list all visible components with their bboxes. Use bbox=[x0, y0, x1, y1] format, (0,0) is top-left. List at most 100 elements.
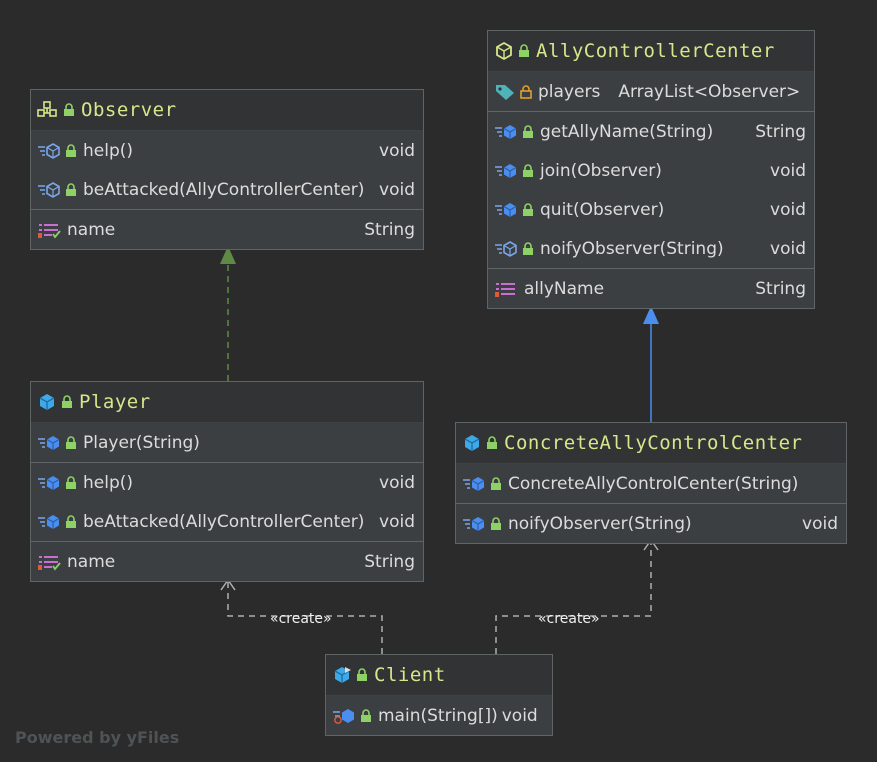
lock-icon bbox=[61, 395, 73, 409]
static-method-icon bbox=[332, 707, 356, 725]
class-icon bbox=[462, 433, 482, 453]
lock-icon bbox=[520, 84, 532, 99]
lock-icon bbox=[65, 475, 77, 490]
lock-icon bbox=[65, 182, 77, 197]
method-icon bbox=[37, 474, 61, 492]
field-row[interactable]: allyName String bbox=[488, 269, 814, 308]
ally-controller-center-header: AllyControllerCenter bbox=[488, 31, 814, 72]
lock-icon bbox=[518, 44, 530, 58]
lock-icon bbox=[522, 202, 534, 217]
watermark: Powered by yFiles bbox=[15, 728, 180, 747]
method-type: void bbox=[770, 160, 806, 181]
method-name: noifyObserver(String) bbox=[508, 513, 692, 534]
ally-controller-center-methods: getAllyName(String) String join(Observer… bbox=[488, 111, 814, 268]
create-label-player: «create» bbox=[270, 611, 332, 627]
lock-icon bbox=[65, 143, 77, 158]
ally-controller-center-node[interactable]: AllyControllerCenter players ArrayList<O… bbox=[487, 30, 815, 309]
method-name: main(String[]) bbox=[378, 705, 498, 726]
player-constructors: Player(String) bbox=[31, 423, 423, 462]
concrete-constructors: ConcreteAllyControlCenter(String) bbox=[456, 464, 846, 503]
method-type: void bbox=[379, 511, 415, 532]
field-name: name bbox=[67, 219, 116, 240]
constructor-name: Player(String) bbox=[83, 432, 200, 453]
create-edge-concrete bbox=[495, 542, 652, 654]
method-type: void bbox=[379, 472, 415, 493]
constructor-row[interactable]: ConcreteAllyControlCenter(String) bbox=[456, 464, 846, 503]
field-type: String bbox=[755, 278, 806, 299]
method-row[interactable]: join(Observer) void bbox=[488, 151, 814, 190]
runnable-class-icon bbox=[332, 665, 352, 685]
method-row[interactable]: beAttacked(AllyControllerCenter) void bbox=[31, 502, 423, 541]
implements-arrowhead bbox=[220, 246, 236, 264]
method-type: void bbox=[501, 705, 538, 726]
method-row[interactable]: noifyObserver(String) void bbox=[488, 229, 814, 268]
lock-icon bbox=[522, 124, 534, 139]
property-name: players bbox=[538, 81, 601, 102]
method-name: help() bbox=[83, 472, 134, 493]
lock-icon bbox=[65, 435, 77, 450]
constructor-row[interactable]: Player(String) bbox=[31, 423, 423, 462]
player-header: Player bbox=[31, 382, 423, 423]
field-icon bbox=[37, 553, 61, 571]
method-name: noifyObserver(String) bbox=[540, 238, 724, 259]
lock-icon bbox=[522, 241, 534, 256]
player-fields: name String bbox=[31, 541, 423, 581]
observer-title: Observer bbox=[81, 99, 177, 121]
field-row[interactable]: name String bbox=[31, 210, 423, 249]
method-type: void bbox=[379, 179, 415, 200]
lock-icon bbox=[356, 668, 368, 682]
method-type: String bbox=[755, 121, 806, 142]
property-row[interactable]: players ArrayList<Observer> bbox=[488, 72, 814, 111]
field-icon bbox=[37, 221, 61, 239]
player-methods: help() void beAttacked(AllyControllerCen… bbox=[31, 462, 423, 541]
method-type: void bbox=[379, 140, 415, 161]
ally-controller-center-title: AllyControllerCenter bbox=[536, 40, 775, 62]
field-icon bbox=[494, 280, 518, 298]
method-type: void bbox=[770, 238, 806, 259]
player-title: Player bbox=[79, 391, 151, 413]
field-row[interactable]: name String bbox=[31, 542, 423, 581]
method-icon bbox=[494, 201, 518, 219]
method-row[interactable]: getAllyName(String) String bbox=[488, 112, 814, 151]
lock-icon bbox=[63, 103, 75, 117]
method-icon bbox=[494, 123, 518, 141]
observer-node[interactable]: Observer help() void beAttacked(AllyCont… bbox=[30, 89, 424, 250]
constructor-name: ConcreteAllyControlCenter(String) bbox=[508, 473, 799, 494]
concrete-ally-control-center-node[interactable]: ConcreteAllyControlCenter ConcreteAllyCo… bbox=[455, 422, 847, 544]
method-name: beAttacked(AllyControllerCenter) bbox=[83, 179, 365, 200]
method-row[interactable]: beAttacked(AllyControllerCenter) void bbox=[31, 170, 423, 209]
field-name: name bbox=[67, 551, 116, 572]
ally-controller-center-properties: players ArrayList<Observer> bbox=[488, 72, 814, 111]
lock-icon bbox=[486, 436, 498, 450]
method-row[interactable]: help() void bbox=[31, 463, 423, 502]
abstract-method-icon bbox=[494, 240, 518, 258]
property-type: ArrayList<Observer> bbox=[618, 81, 801, 102]
method-row[interactable]: help() void bbox=[31, 131, 423, 170]
method-name: getAllyName(String) bbox=[540, 121, 714, 142]
player-node[interactable]: Player Player(String) help() void bbox=[30, 381, 424, 582]
interface-icon bbox=[37, 101, 59, 119]
create-label-concrete: «create» bbox=[538, 611, 600, 627]
method-name: help() bbox=[83, 140, 134, 161]
observer-fields: name String bbox=[31, 209, 423, 249]
lock-icon bbox=[490, 516, 502, 531]
field-type: String bbox=[364, 219, 415, 240]
method-icon bbox=[494, 162, 518, 180]
observer-header: Observer bbox=[31, 90, 423, 131]
method-icon bbox=[462, 515, 486, 533]
method-row[interactable]: noifyObserver(String) void bbox=[456, 504, 846, 543]
lock-icon bbox=[522, 163, 534, 178]
client-node[interactable]: Client main(String[]) void bbox=[325, 654, 553, 736]
method-row[interactable]: main(String[]) void bbox=[326, 696, 552, 735]
client-title: Client bbox=[374, 664, 446, 686]
abstract-class-icon bbox=[494, 41, 514, 61]
method-row[interactable]: quit(Observer) void bbox=[488, 190, 814, 229]
ally-controller-center-fields: allyName String bbox=[488, 268, 814, 308]
lock-icon bbox=[360, 708, 372, 723]
abstract-method-icon bbox=[37, 181, 61, 199]
client-header: Client bbox=[326, 655, 552, 696]
create-edge-player bbox=[227, 582, 383, 654]
field-name: allyName bbox=[524, 278, 605, 299]
method-icon bbox=[462, 475, 486, 493]
